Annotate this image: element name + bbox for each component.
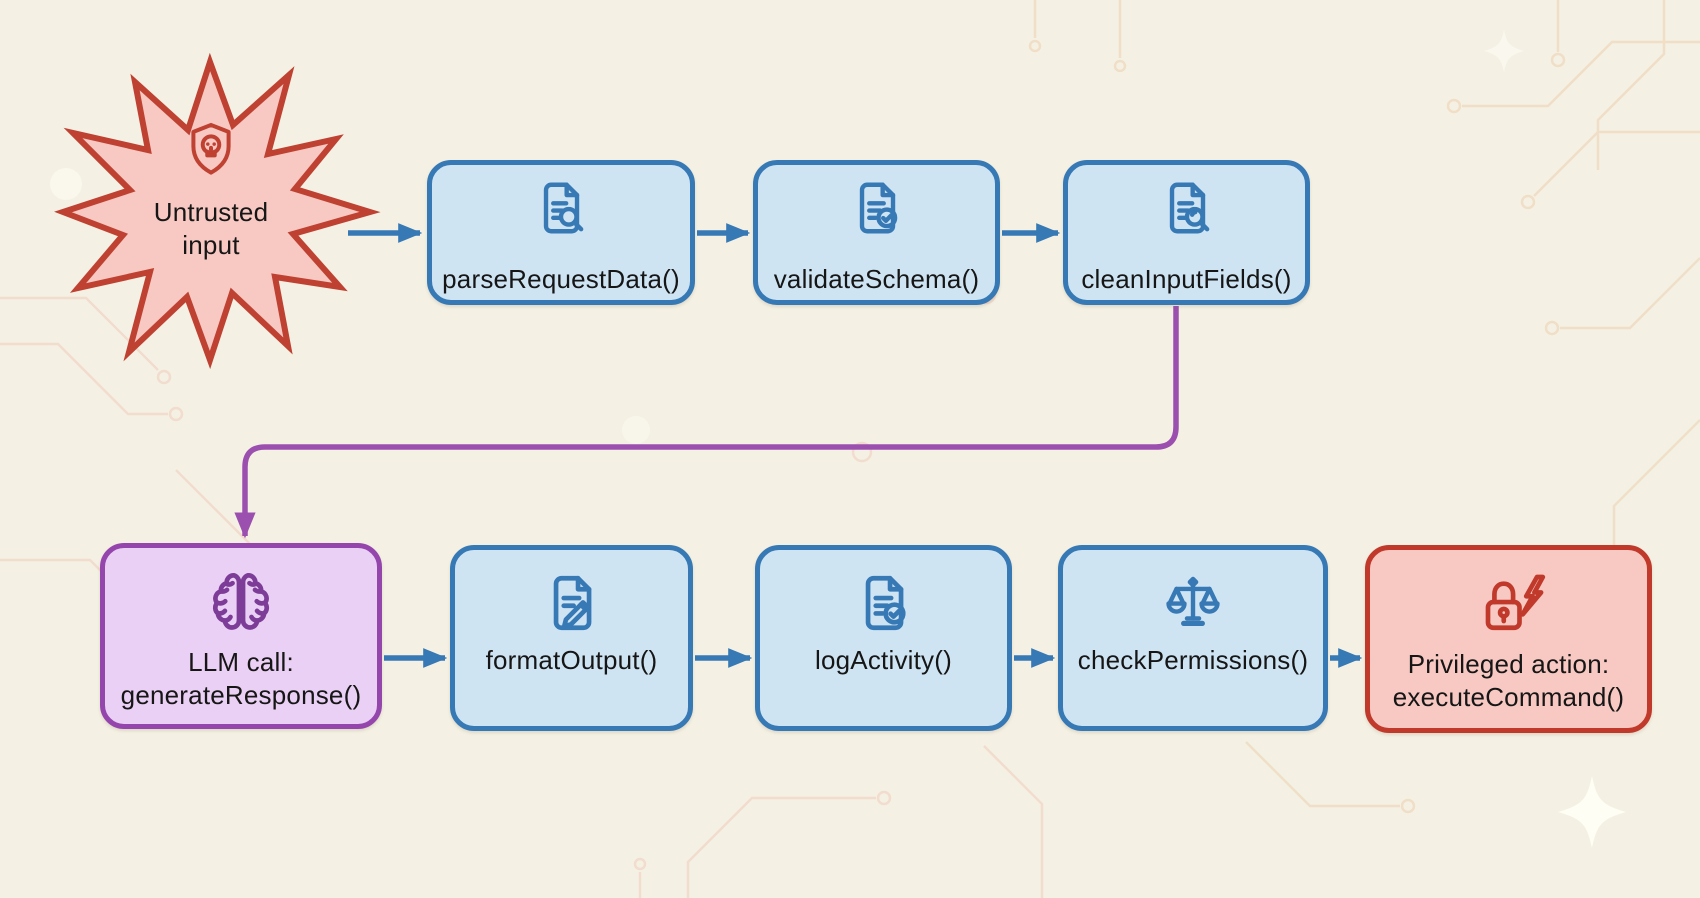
document-search-icon xyxy=(1156,177,1218,239)
node-label-line1: LLM call: xyxy=(188,647,294,677)
document-check-icon xyxy=(846,177,908,239)
node-label-line1: Untrusted xyxy=(153,197,269,227)
node-label: parseRequestData() xyxy=(442,264,680,294)
node-log-activity: logActivity() xyxy=(755,545,1012,731)
starburst-shape xyxy=(54,52,381,370)
document-edit-icon xyxy=(539,570,605,636)
brain-icon xyxy=(206,568,276,638)
skull-shield-icon xyxy=(179,118,243,182)
node-label-line2: input xyxy=(182,230,240,260)
node-format-output: formatOutput() xyxy=(450,545,693,731)
node-llm-call: LLM call: generateResponse() xyxy=(100,543,382,729)
node-check-permissions: checkPermissions() xyxy=(1058,545,1328,731)
document-check-icon xyxy=(851,570,917,636)
node-label: cleanInputFields() xyxy=(1081,264,1292,294)
node-label: logActivity() xyxy=(815,645,952,675)
node-execute-command: Privileged action: executeCommand() xyxy=(1365,545,1652,733)
node-untrusted-input: Untrusted input xyxy=(95,118,327,262)
node-label-line1: Privileged action: xyxy=(1407,649,1610,679)
edge-clean-to-llm xyxy=(234,306,1179,539)
node-label: formatOutput() xyxy=(485,645,658,675)
node-parse-request-data: parseRequestData() xyxy=(427,160,695,305)
node-label: checkPermissions() xyxy=(1077,645,1309,675)
node-label-line2: generateResponse() xyxy=(120,680,362,710)
scales-icon xyxy=(1160,570,1226,636)
node-clean-input-fields: cleanInputFields() xyxy=(1063,160,1310,305)
lock-lightning-icon xyxy=(1465,570,1553,640)
node-label: validateSchema() xyxy=(773,264,980,294)
sparkle-icon xyxy=(50,30,1626,848)
node-validate-schema: validateSchema() xyxy=(753,160,1000,305)
node-label-line2: executeCommand() xyxy=(1392,682,1625,712)
document-search-icon xyxy=(530,177,592,239)
